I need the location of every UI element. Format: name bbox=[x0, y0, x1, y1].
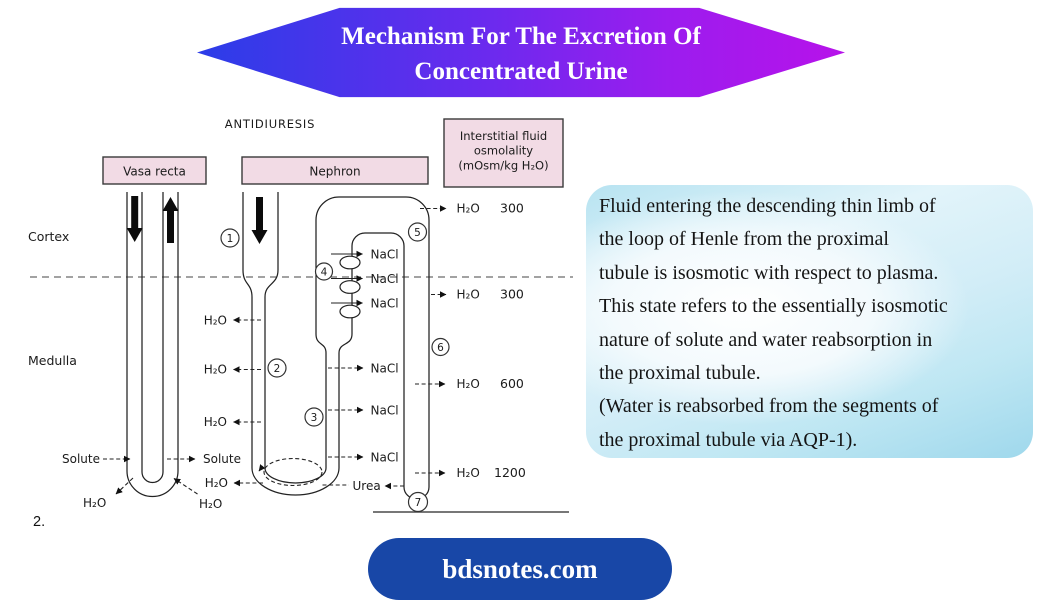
h2o-label-row4: H₂O bbox=[457, 466, 480, 480]
interstitial-osmolality-box bbox=[443, 118, 564, 188]
note-line: (Water is reabsorbed from the segments o… bbox=[599, 395, 939, 418]
h2o-label-3: H₂O bbox=[204, 415, 227, 429]
h2o-label-1: H₂O bbox=[204, 314, 227, 328]
h2o-label-2: H₂O bbox=[204, 363, 227, 377]
step-number-5: 5 bbox=[414, 227, 421, 239]
vasa-recta-label: Vasa recta bbox=[123, 165, 186, 179]
step-circle-5 bbox=[407, 222, 428, 242]
antidiuresis-label: ANTIDIURESIS bbox=[225, 117, 315, 131]
nacl-pump-1 bbox=[339, 255, 361, 270]
note-line: Fluid entering the descending thin limb … bbox=[599, 195, 936, 217]
step-circle-6 bbox=[431, 337, 450, 357]
vasa-recta-box bbox=[102, 156, 207, 185]
h2o-label-5: H₂O bbox=[83, 496, 106, 510]
nephron-tube bbox=[242, 192, 430, 500]
nephron-inflow-arrow bbox=[251, 197, 268, 244]
step-number-7: 7 bbox=[415, 497, 422, 509]
nephron-box bbox=[241, 156, 429, 185]
step-number-4: 4 bbox=[321, 266, 328, 278]
h2o-label-row2: H₂O bbox=[457, 288, 480, 302]
note-line: This state refers to the essentially iso… bbox=[599, 295, 948, 318]
note-line: the proximal tubule via AQP-1). bbox=[599, 428, 858, 451]
solute-label-right: Solute bbox=[203, 452, 241, 466]
step-number-6: 6 bbox=[437, 342, 444, 354]
step-number-2: 2 bbox=[274, 363, 281, 375]
h2o-label-4: H₂O bbox=[205, 476, 228, 490]
step-number-1: 1 bbox=[227, 233, 234, 245]
cortex-label: Cortex bbox=[28, 229, 69, 244]
h2o-label-6: H₂O bbox=[199, 497, 222, 511]
osmolality-value-2: 300 bbox=[500, 287, 524, 302]
h2o-vasa-in-arrow bbox=[173, 478, 198, 495]
osmolality-value-4: 1200 bbox=[494, 465, 526, 480]
nacl-label-4: NaCl bbox=[371, 362, 399, 376]
nacl-pump-2 bbox=[339, 280, 361, 294]
urea-label: Urea bbox=[353, 479, 381, 493]
nacl-label-6: NaCl bbox=[371, 451, 399, 465]
nacl-label-pump-2: NaCl bbox=[371, 272, 399, 286]
page-title-line1: Mechanism For The Excretion Of bbox=[341, 23, 701, 50]
osmolality-value-1: 300 bbox=[500, 201, 524, 216]
page-title-line2: Concentrated Urine bbox=[414, 58, 628, 85]
nacl-label-pump-1: NaCl bbox=[371, 248, 399, 262]
vasa-recta-tube-inner bbox=[141, 192, 164, 484]
vasa-recta-descending-flow-arrow bbox=[126, 196, 143, 242]
step-circle-4 bbox=[314, 262, 334, 281]
page-number: 2. bbox=[33, 514, 46, 530]
nacl-label-5: NaCl bbox=[371, 404, 399, 418]
interstitial-box-line2: osmolality bbox=[474, 144, 533, 158]
step-circle-1 bbox=[220, 228, 240, 248]
step-circle-7 bbox=[407, 491, 429, 513]
step-circle-3 bbox=[304, 407, 324, 427]
nacl-label-pump-3: NaCl bbox=[371, 297, 399, 311]
h2o-label-row3: H₂O bbox=[457, 377, 480, 391]
note-line: tubule is isosmotic with respect to plas… bbox=[599, 261, 939, 284]
note-line: nature of solute and water reabsorption … bbox=[599, 328, 933, 351]
interstitial-box-line1: Interstitial fluid bbox=[460, 129, 547, 143]
interstitial-box-line3: (mOsm/kg H₂O) bbox=[458, 159, 548, 173]
site-link-button[interactable]: bdsnotes.com bbox=[368, 538, 672, 600]
solute-label-left: Solute bbox=[62, 452, 100, 466]
step-circle-2 bbox=[267, 358, 287, 378]
osmolality-value-3: 600 bbox=[500, 376, 524, 391]
h2o-vasa-out-arrow bbox=[115, 477, 134, 495]
urea-entry-arrowhead bbox=[258, 464, 266, 472]
nephron-label: Nephron bbox=[309, 165, 360, 179]
nacl-pump-3 bbox=[339, 304, 361, 319]
urea-recycling-loop bbox=[263, 457, 323, 487]
h2o-label-row1: H₂O bbox=[457, 202, 480, 216]
note-line: the loop of Henle from the proximal bbox=[599, 228, 889, 251]
step-number-3: 3 bbox=[311, 412, 318, 424]
medulla-label: Medulla bbox=[28, 353, 77, 368]
note-box: Fluid entering the descending thin limb … bbox=[586, 185, 1033, 458]
vasa-recta-ascending-flow-arrow bbox=[162, 197, 179, 243]
title-banner: Mechanism For The Excretion Of Concentra… bbox=[197, 7, 845, 98]
note-line: the proximal tubule. bbox=[599, 362, 761, 385]
